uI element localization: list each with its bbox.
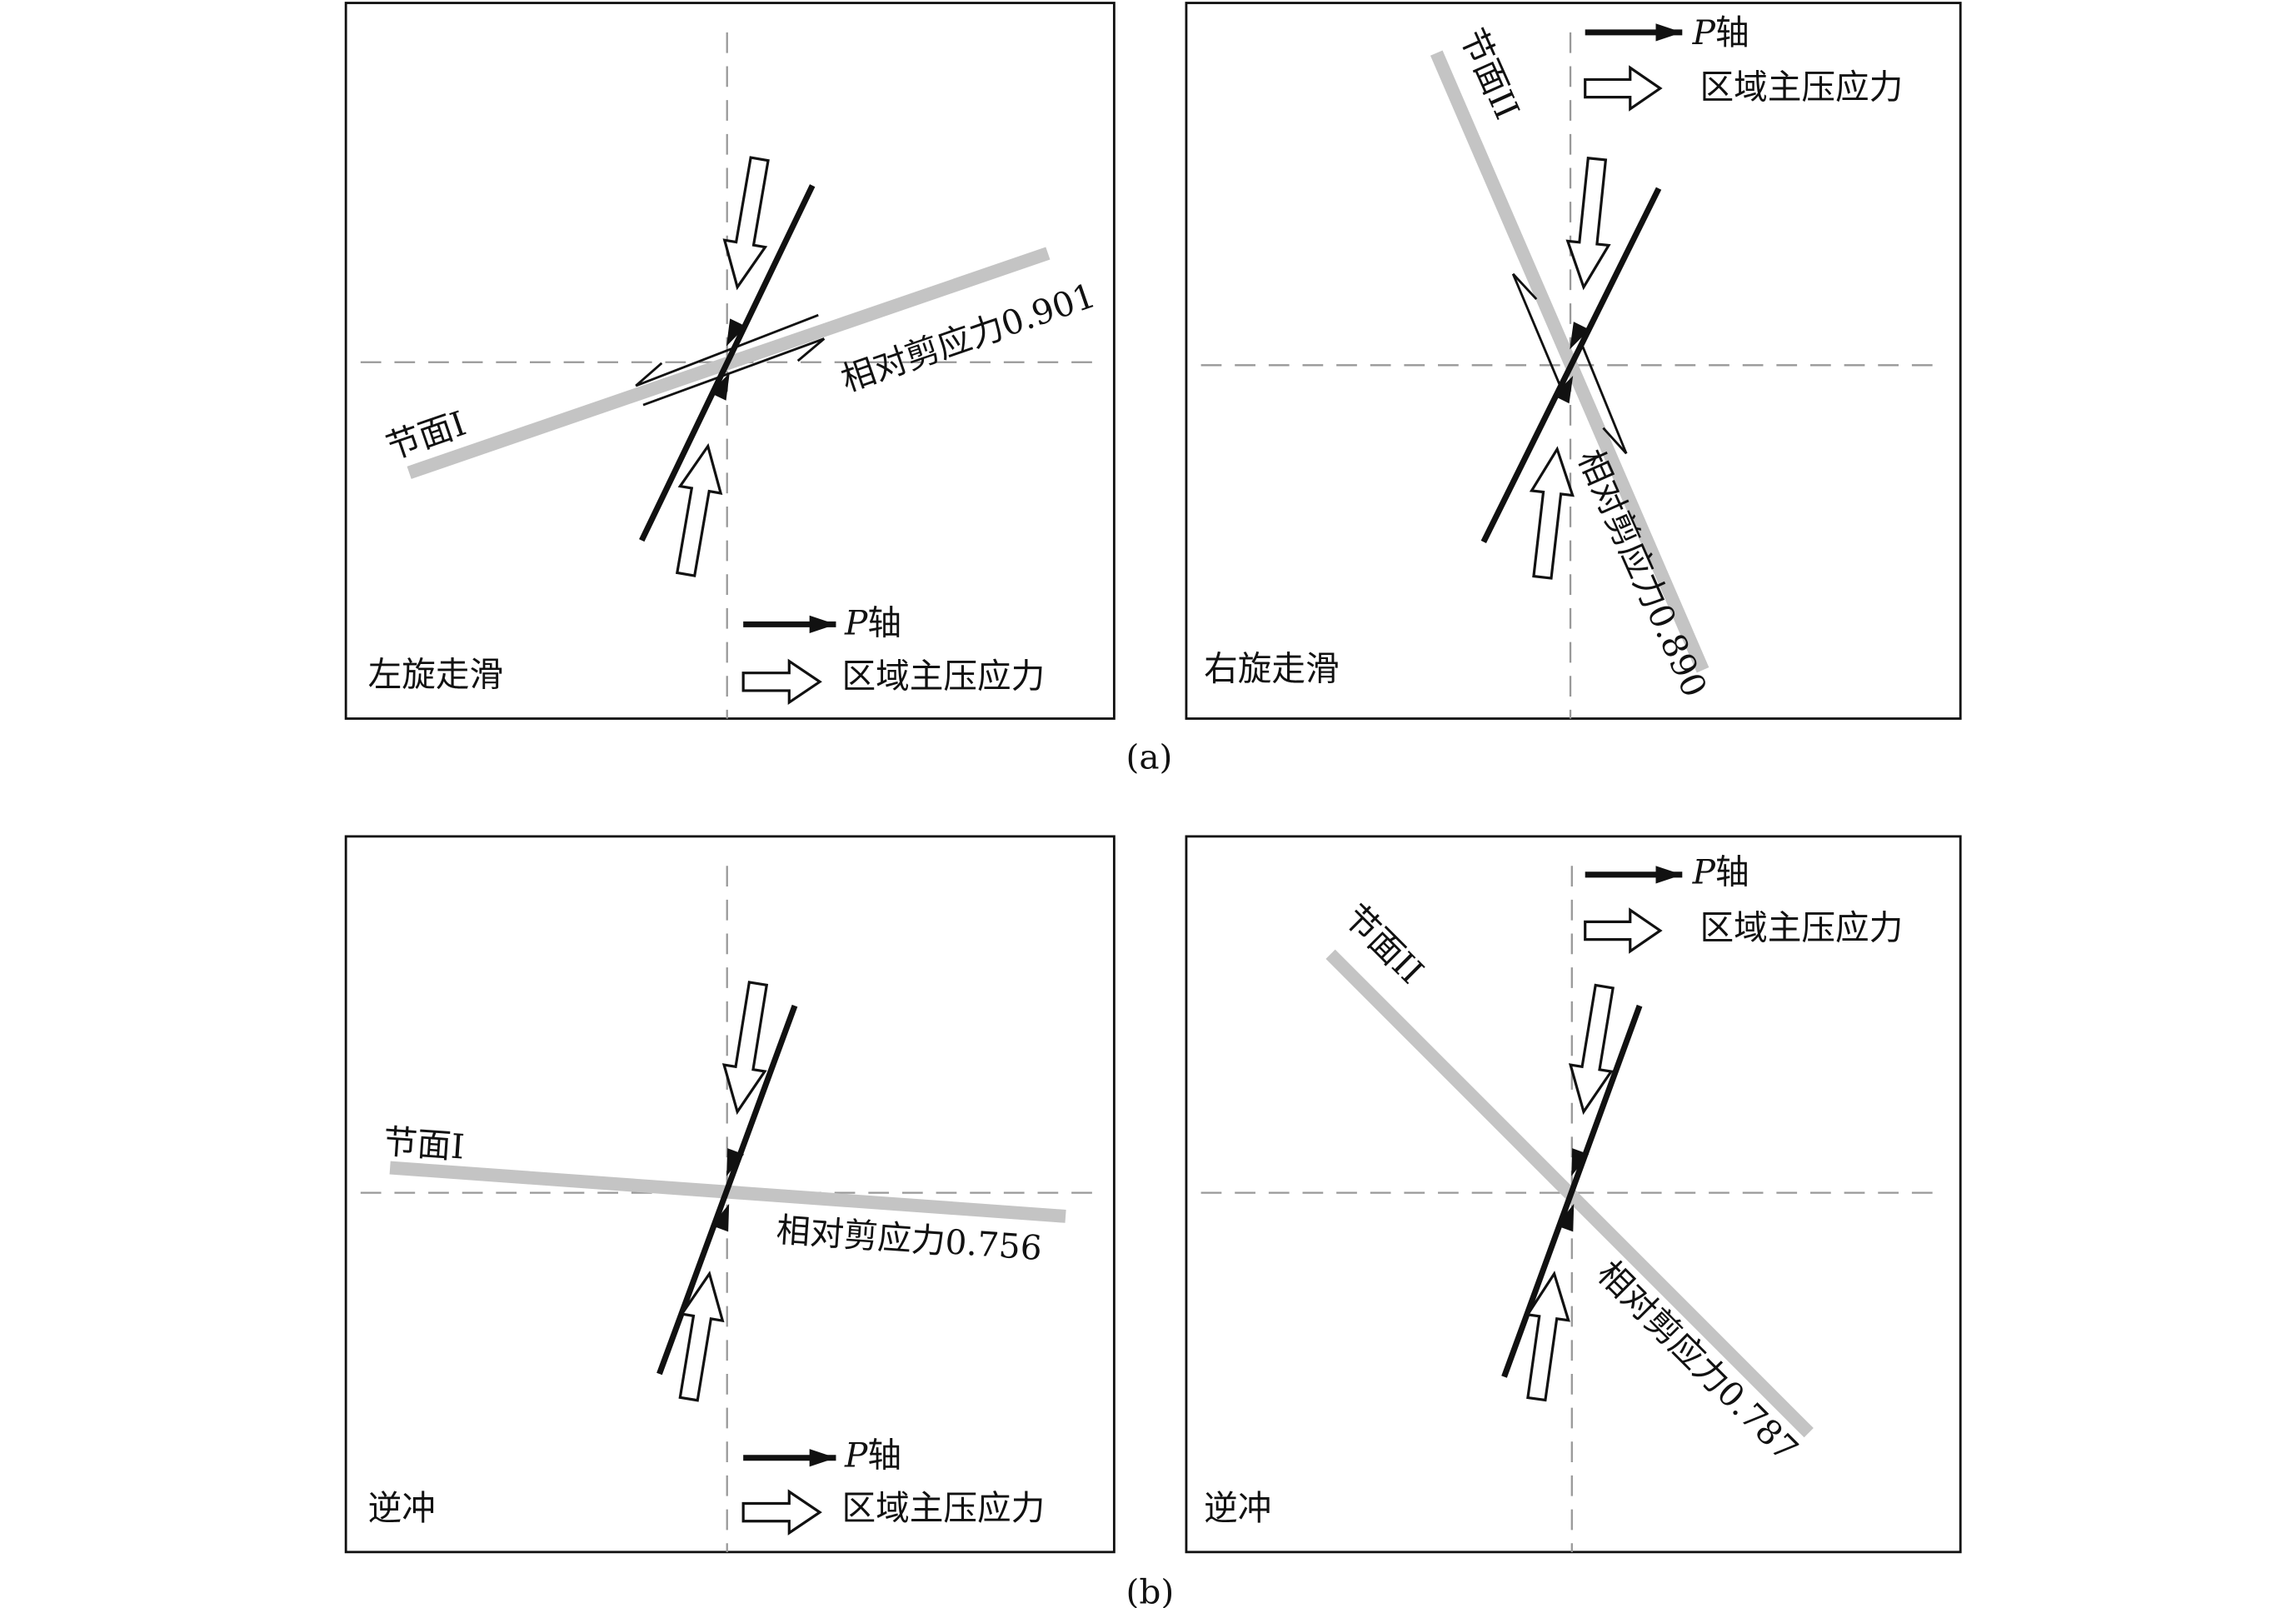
p-axis-arrowhead-icon [1556,1203,1575,1232]
panel-b1-frame [344,835,1116,1554]
p-axis-arrowhead-icon [809,615,836,633]
shear-stress-label: 相对剪应力0.901 [836,275,1101,399]
legend-p-axis-label: P轴 [1692,12,1749,52]
legend-p-axis-label: P轴 [844,603,901,643]
caption-a: (a) [1126,737,1173,777]
shear-arrow-down [1580,341,1628,454]
legend-stress-label: 区域主压应力 [842,1488,1046,1528]
legend-stress-label: 区域主压应力 [842,656,1046,696]
shear-stress-label: 相对剪应力0.756 [775,1210,1043,1268]
compression-arrow-icon [721,981,769,1116]
mechanism-type-label: 逆冲 [368,1488,436,1528]
compression-arrow-icon [1525,1271,1570,1402]
p-axis-arrowhead-icon [726,1148,745,1176]
p-axis-arrowhead-icon [809,1449,836,1467]
shear-arrowhead-icon [1512,272,1538,301]
nodal-plane-line [1430,50,1710,673]
compression-arrow-icon [1565,157,1611,291]
plane-label: 节面I [382,1121,466,1167]
shear-arrowhead-icon [635,362,663,387]
panel-b2-frame [1185,835,1962,1554]
shear-arrow-right [642,337,825,407]
legend-stress-arrow-icon [1584,907,1663,954]
p-axis-arrowhead-icon [726,318,746,347]
panel-right-lateral: 节面II 相对剪应力0.890 右旋走滑 P轴 区域主压应力 [1204,12,1903,703]
p-axis-arrowhead-icon [1570,322,1590,350]
p-axis-arrowhead-icon [1571,1148,1590,1176]
p-axis-arrowhead-icon [1655,23,1683,42]
p-axis-arrowhead-icon [1655,866,1683,884]
panel-thrust-1: 节面I 相对剪应力0.756 逆冲 P轴 区域主压应力 [368,1121,1046,1528]
compression-arrow-icon [1529,446,1575,580]
legend-stress-arrow-icon [1584,65,1663,112]
panel-a2-frame [1185,2,1962,720]
p-axis-arrowhead-icon [1553,375,1574,404]
compression-arrow-icon [675,442,723,577]
shear-arrowhead-icon [1602,427,1628,455]
legend-stress-arrow-icon [741,1489,822,1536]
p-axis-arrowhead-icon [711,1203,730,1232]
p-axis-line [1480,187,1662,543]
shear-arrow-left [635,313,819,387]
legend-stress-label: 区域主压应力 [1700,908,1904,948]
legend-p-axis-label: P轴 [1692,851,1749,891]
compression-arrow-icon [722,156,770,291]
shear-arrow-up [1511,273,1561,387]
p-axis-arrowhead-icon [710,372,730,401]
shear-stress-label: 相对剪应力0.787 [1590,1253,1806,1470]
shear-stress-label: 相对剪应力0.890 [1570,443,1715,702]
legend-p-axis-label: P轴 [844,1435,901,1475]
compression-arrow-icon [1568,983,1615,1116]
legend-stress-arrow-icon [741,658,822,706]
compression-arrow-icon [678,1271,725,1402]
mechanism-type-label: 左旋走滑 [368,655,503,695]
legend-stress-label: 区域主压应力 [1700,67,1904,107]
mechanism-type-label: 右旋走滑 [1204,649,1339,689]
mechanism-type-label: 逆冲 [1204,1488,1271,1528]
p-axis-line [639,184,816,542]
shear-arrowhead-icon [796,337,826,362]
panel-a1-frame [344,2,1116,720]
caption-b: (b) [1126,1572,1175,1608]
